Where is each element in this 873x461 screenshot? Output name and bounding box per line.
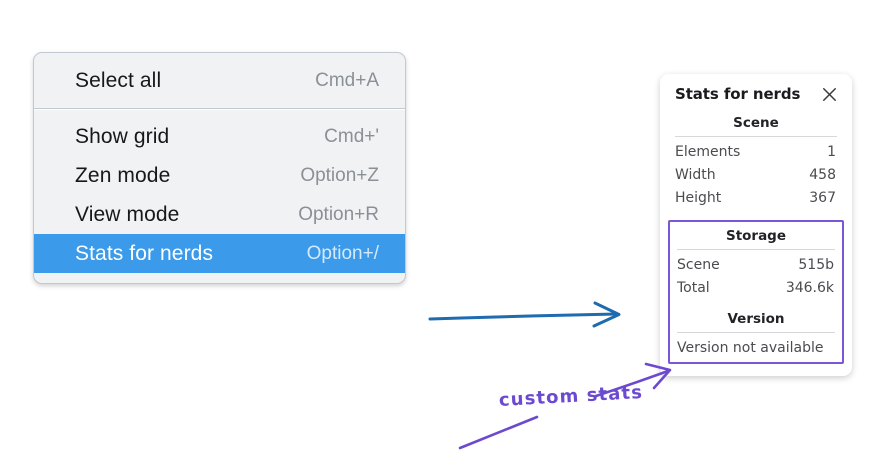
menu-item-shortcut: Option+Z (300, 164, 379, 186)
storage-section-heading: Storage (725, 227, 787, 244)
stats-panel: Stats for nerds Scene Elements 1 Width 4… (660, 74, 852, 376)
blue-arrow-annotation (428, 301, 621, 328)
menu-item-label: Select all (75, 68, 162, 92)
close-icon[interactable] (821, 86, 838, 103)
version-section: Version Version not available (675, 300, 837, 357)
stat-value: 515b (798, 256, 834, 273)
stats-panel-title: Stats for nerds (675, 85, 801, 103)
menu-item-label: View mode (75, 202, 180, 226)
stat-key: Elements (675, 144, 741, 160)
stat-row-width: Width 458 (673, 164, 839, 187)
stat-value: 346.6k (785, 279, 834, 296)
scene-divider (675, 136, 837, 137)
scene-section-heading: Scene (733, 115, 779, 131)
menu-item-view-mode[interactable]: View mode Option+R (34, 195, 405, 234)
stat-key: Width (675, 167, 716, 184)
stat-row-height: Height 367 (673, 187, 839, 210)
stat-key: Height (675, 190, 722, 207)
stat-row-storage-total: Total 346.6k (675, 277, 837, 300)
stat-value: 458 (809, 167, 836, 184)
menu-group-secondary: Show grid Cmd+' Zen mode Option+Z View m… (34, 109, 405, 273)
menu-item-stats-for-nerds[interactable]: Stats for nerds Option+/ (34, 234, 405, 273)
context-menu: Select all Cmd+A Show grid Cmd+' Zen mod… (33, 52, 406, 284)
menu-item-show-grid[interactable]: Show grid Cmd+' (34, 117, 405, 156)
stat-key: Total (677, 279, 710, 296)
menu-item-select-all[interactable]: Select all Cmd+A (34, 61, 405, 100)
menu-item-label: Zen mode (75, 163, 171, 187)
stats-panel-header: Stats for nerds (673, 85, 839, 103)
version-section-heading: Version (727, 310, 785, 327)
menu-item-shortcut: Option+/ (306, 242, 379, 264)
stat-row-storage-scene: Scene 515b (675, 254, 837, 277)
storage-divider (677, 248, 835, 250)
menu-item-shortcut: Cmd+' (324, 125, 379, 147)
version-divider (677, 331, 835, 333)
storage-section: Storage Scene 515b Total 346.6k (675, 226, 837, 300)
menu-item-zen-mode[interactable]: Zen mode Option+Z (34, 156, 405, 195)
menu-item-shortcut: Cmd+A (315, 69, 379, 91)
custom-stats-annotation-label: custom stats (498, 381, 644, 411)
stat-value: 367 (809, 190, 836, 207)
purple-underline-annotation (458, 415, 539, 450)
stat-row-elements: Elements 1 (673, 141, 839, 164)
stat-key: Scene (677, 256, 720, 273)
menu-item-label: Stats for nerds (75, 241, 214, 265)
stat-value: 1 (827, 144, 836, 160)
menu-separator (34, 108, 405, 109)
custom-stats-highlight-box: Storage Scene 515b Total 346.6k Version … (668, 219, 844, 364)
menu-group-primary: Select all Cmd+A (34, 61, 405, 108)
menu-item-label: Show grid (75, 124, 170, 148)
version-value: Version not available (677, 339, 824, 356)
scene-section: Scene Elements 1 Width 458 Height 367 (673, 114, 839, 211)
menu-item-shortcut: Option+R (298, 203, 379, 225)
